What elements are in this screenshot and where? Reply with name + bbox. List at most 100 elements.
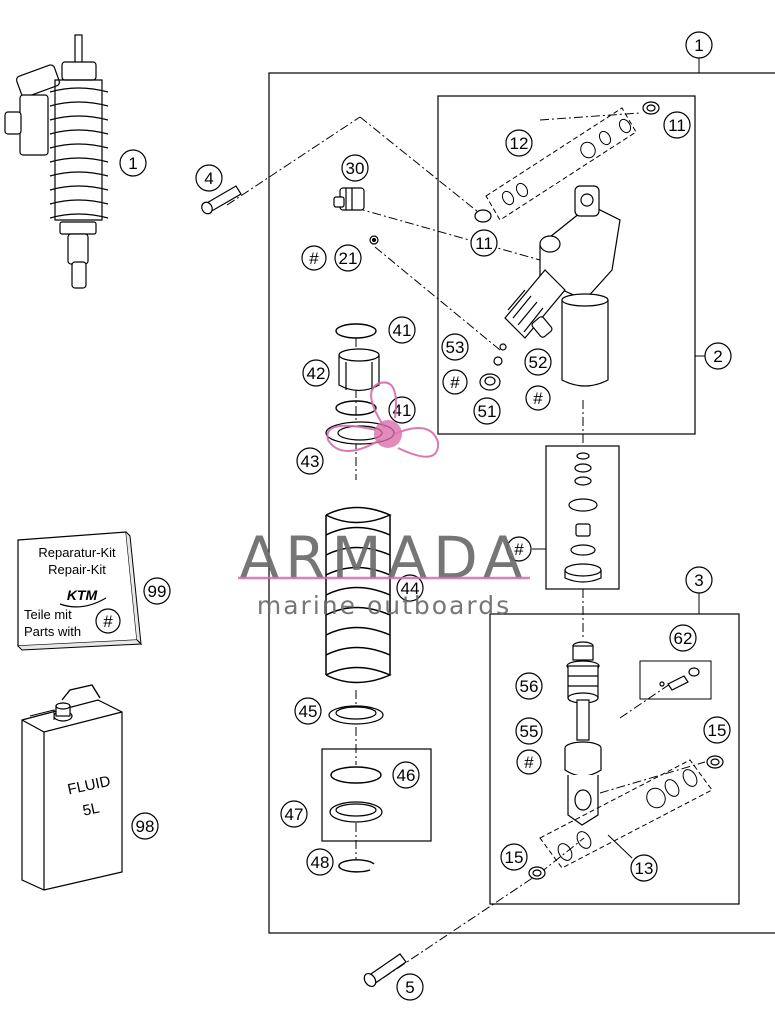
callout-46: 46 — [392, 761, 420, 789]
fluid-can: FLUID 5L — [21, 684, 123, 891]
callout-5: 5 — [396, 973, 424, 1001]
callout-4: 4 — [195, 164, 223, 192]
callout-41-bottom: 41 — [388, 396, 416, 424]
parts-53-52-51 — [479, 343, 507, 391]
svg-text:52: 52 — [529, 353, 548, 372]
washer-part-45 — [328, 705, 384, 725]
shock-body-part-2 — [504, 185, 621, 387]
svg-text:53: 53 — [446, 338, 465, 357]
svg-text:12: 12 — [510, 134, 529, 153]
callout-11-mid: 11 — [470, 229, 498, 257]
svg-text:#: # — [103, 612, 113, 631]
callout-15-left: 15 — [500, 843, 528, 871]
svg-text:4: 4 — [204, 169, 213, 188]
callout-hash-55: # — [516, 749, 542, 775]
bushing-kit-13 — [539, 759, 713, 869]
svg-text:15: 15 — [708, 721, 727, 740]
bolt-part-5 — [363, 953, 407, 988]
callout-12: 12 — [505, 129, 533, 157]
retainer-part-47 — [329, 801, 383, 823]
bushing-part-11-top — [642, 101, 660, 115]
bushing-kit-12 — [485, 107, 637, 221]
leader-lines — [226, 112, 706, 979]
callout-52: 52 — [524, 348, 552, 376]
seal-kit-parts — [564, 452, 602, 583]
bolt-part-4 — [201, 185, 242, 215]
svg-text:21: 21 — [339, 249, 358, 268]
kit-card-line2: Repair-Kit — [48, 562, 106, 577]
callout-21: 21 — [334, 244, 362, 272]
valve-part-62 — [659, 667, 700, 691]
fluid-volume-label: 5L — [81, 800, 101, 820]
sleeve-part-42 — [338, 348, 380, 392]
callout-30: 30 — [341, 154, 369, 182]
svg-text:99: 99 — [148, 582, 167, 601]
svg-text:48: 48 — [311, 853, 330, 872]
repair-kit-card: Reparatur-Kit Repair-Kit KTM Teile mit P… — [17, 531, 143, 651]
ktm-swoosh-icon — [59, 597, 107, 608]
piston-part-56 — [566, 641, 600, 704]
kit-card-line4: Parts with — [24, 624, 81, 639]
bushing-part-11-mid — [474, 209, 492, 223]
callout-1-overview: 1 — [119, 149, 147, 177]
damper-rod-part-55 — [564, 699, 602, 826]
callout-53: 53 — [441, 333, 469, 361]
svg-text:30: 30 — [346, 159, 365, 178]
callout-51: 51 — [473, 397, 501, 425]
callout-hash-51: # — [442, 369, 468, 395]
svg-text:46: 46 — [397, 766, 416, 785]
svg-text:41: 41 — [393, 321, 412, 340]
callout-47: 47 — [280, 800, 308, 828]
callout-99: 99 — [143, 577, 171, 605]
armada-watermark: ARMADA marine outboards — [238, 381, 530, 620]
svg-text:62: 62 — [674, 629, 693, 648]
callout-11-top: 11 — [663, 111, 691, 139]
callout-98: 98 — [131, 812, 159, 840]
spring-retainer-frame — [321, 748, 432, 842]
svg-text:44: 44 — [401, 579, 420, 598]
bushing-part-15-right — [706, 755, 724, 769]
watermark-title: ARMADA — [239, 524, 528, 592]
reservoir-group-frame — [437, 95, 696, 435]
callout-43: 43 — [296, 447, 324, 475]
callout-3: 3 — [685, 566, 713, 594]
callout-45: 45 — [294, 697, 322, 725]
coil-spring-part-44 — [325, 506, 392, 684]
propeller-logo-icon — [326, 381, 440, 458]
valve-part-30 — [333, 187, 365, 211]
svg-text:55: 55 — [520, 722, 539, 741]
svg-text:#: # — [524, 753, 534, 772]
svg-text:3: 3 — [694, 571, 703, 590]
watermark-subtitle: marine outboards — [257, 591, 511, 620]
svg-text:1: 1 — [694, 36, 703, 55]
svg-text:15: 15 — [505, 848, 524, 867]
svg-text:2: 2 — [713, 347, 722, 366]
callout-41-top: 41 — [388, 316, 416, 344]
callout-hash-21: # — [301, 245, 327, 271]
callout-56: 56 — [515, 672, 543, 700]
kit-card-line1: Reparatur-Kit — [38, 545, 116, 560]
svg-text:41: 41 — [393, 401, 412, 420]
svg-text:43: 43 — [301, 452, 320, 471]
svg-text:11: 11 — [668, 116, 686, 135]
svg-text:51: 51 — [478, 402, 497, 421]
callout-hash-kit: # — [506, 536, 532, 562]
bushing-part-15-left — [528, 866, 546, 880]
callout-42: 42 — [302, 359, 330, 387]
callout-13: 13 — [630, 854, 658, 882]
valve-62-frame — [639, 660, 712, 700]
svg-text:45: 45 — [299, 702, 318, 721]
svg-text:#: # — [450, 373, 460, 392]
svg-text:13: 13 — [635, 859, 654, 878]
ktm-logo-text: KTM — [67, 587, 98, 603]
o-ring-41-top — [335, 323, 377, 339]
damper-group-frame — [489, 613, 740, 905]
complete-shock-overview — [4, 34, 109, 289]
ring-part-46 — [330, 766, 382, 784]
svg-text:5: 5 — [405, 978, 414, 997]
svg-text:47: 47 — [285, 805, 304, 824]
callout-hash-card: # — [95, 608, 121, 634]
callout-1-main: 1 — [685, 31, 713, 59]
